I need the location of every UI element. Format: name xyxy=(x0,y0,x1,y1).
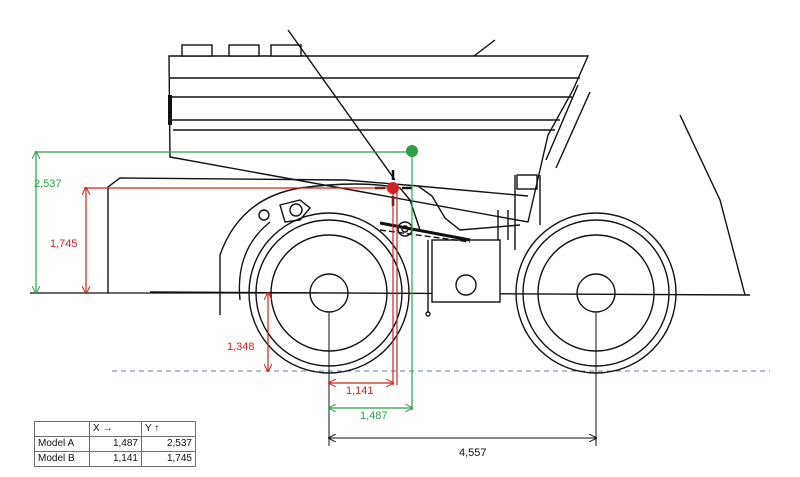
model-a-offset-label: 1,487 xyxy=(360,410,388,422)
coordinates-table: X → Y ↑ Model A 1,487 2,537 Model B 1,14… xyxy=(34,421,196,467)
table-cell: 2,537 xyxy=(141,436,196,452)
table-header-cell: X → xyxy=(89,421,142,437)
table-cell: 1,141 xyxy=(89,451,142,467)
table-cell: 1,487 xyxy=(89,436,142,452)
model-a-pivot-point xyxy=(406,145,418,157)
truck-frame xyxy=(107,114,751,317)
model-b-pivot-point xyxy=(387,182,399,194)
table-row: Model A 1,487 2,537 xyxy=(34,436,196,452)
axle-height-label: 1,348 xyxy=(227,341,255,353)
table-header-cell: Y ↑ xyxy=(141,421,196,437)
table-row: Model B 1,141 1,745 xyxy=(34,451,196,467)
model-b-dimensions xyxy=(84,188,398,385)
model-a-height-label: 2,537 xyxy=(34,178,62,190)
table-cell: 1,745 xyxy=(141,451,196,467)
dump-body xyxy=(168,29,591,223)
wheelbase-label: 4,557 xyxy=(459,447,487,459)
table-header-row: X → Y ↑ xyxy=(34,421,196,437)
table-cell: Model A xyxy=(34,436,90,452)
model-a-dimensions xyxy=(36,152,412,410)
model-b-offset-label: 1,141 xyxy=(346,385,374,397)
table-header-cell xyxy=(34,421,90,437)
model-b-height-label: 1,745 xyxy=(50,238,78,250)
table-cell: Model B xyxy=(34,451,90,467)
